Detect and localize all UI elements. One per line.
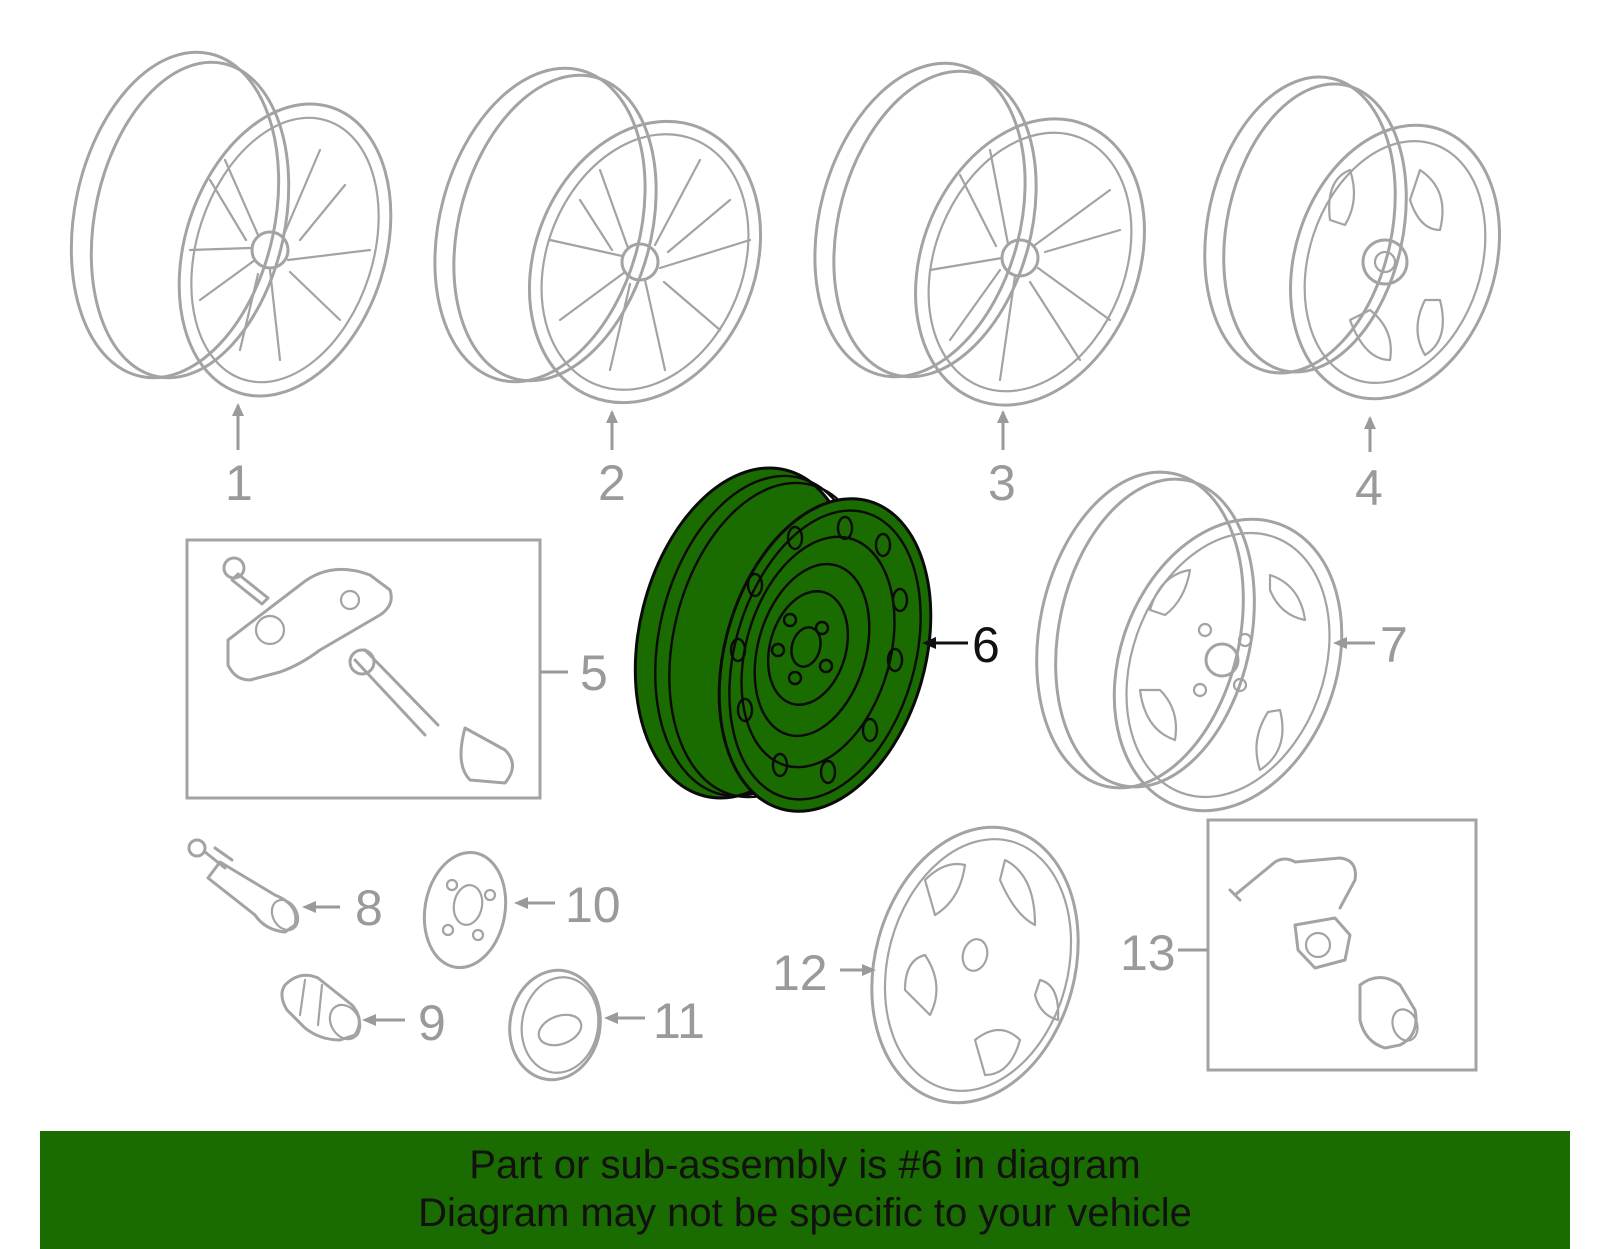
arrow-3 <box>997 410 1009 423</box>
callout-5[interactable]: 5 <box>580 645 608 701</box>
lug-nut-part-9[interactable] <box>280 973 366 1044</box>
wheel-2[interactable] <box>402 45 801 438</box>
center-cap-part-11[interactable] <box>501 963 609 1087</box>
callout-4[interactable]: 4 <box>1355 460 1383 516</box>
hub-plate-part-10[interactable] <box>416 846 515 974</box>
arrow-4 <box>1364 416 1376 429</box>
callout-6[interactable]: 6 <box>972 617 1000 673</box>
callout-11[interactable]: 11 <box>653 993 705 1049</box>
callout-7[interactable]: 7 <box>1380 617 1408 673</box>
tpms-kit-box <box>185 538 542 800</box>
arrow-9 <box>362 1014 376 1026</box>
wheel-lock-kit-part-13[interactable] <box>1228 856 1422 1050</box>
arrow-8 <box>302 901 316 913</box>
callout-8[interactable]: 8 <box>355 880 383 936</box>
arrow-1 <box>232 403 244 416</box>
banner-line-1: Part or sub-assembly is #6 in diagram <box>469 1143 1141 1187</box>
wheel-cover-part-12[interactable] <box>842 804 1108 1126</box>
callout-1[interactable]: 1 <box>225 455 253 511</box>
arrow-11 <box>604 1012 618 1024</box>
lock-kit-box <box>1206 818 1478 1072</box>
arrow-10 <box>514 897 528 909</box>
banner-line-2: Diagram may not be specific to your vehi… <box>418 1191 1192 1235</box>
callout-10[interactable]: 10 <box>565 877 621 933</box>
valve-stem-part-8[interactable] <box>187 838 303 935</box>
spare-wheel-part-6[interactable] <box>602 445 965 837</box>
arrow-7 <box>1333 637 1347 649</box>
info-banner: Part or sub-assembly is #6 in diagram Di… <box>40 1131 1570 1249</box>
arrow-6 <box>922 637 936 649</box>
callout-12[interactable]: 12 <box>772 945 828 1001</box>
wheel-7[interactable] <box>1009 453 1381 843</box>
arrow-12 <box>862 964 876 976</box>
tpms-sensor-kit[interactable] <box>222 556 514 785</box>
arrow-2 <box>606 410 618 423</box>
callout-9[interactable]: 9 <box>418 995 446 1051</box>
callout-3[interactable]: 3 <box>988 455 1016 511</box>
wheel-3[interactable] <box>782 40 1186 440</box>
wheel-1[interactable] <box>43 33 427 424</box>
callout-13[interactable]: 13 <box>1120 925 1176 981</box>
callout-2[interactable]: 2 <box>598 455 626 511</box>
wheel-4[interactable] <box>1179 59 1534 426</box>
